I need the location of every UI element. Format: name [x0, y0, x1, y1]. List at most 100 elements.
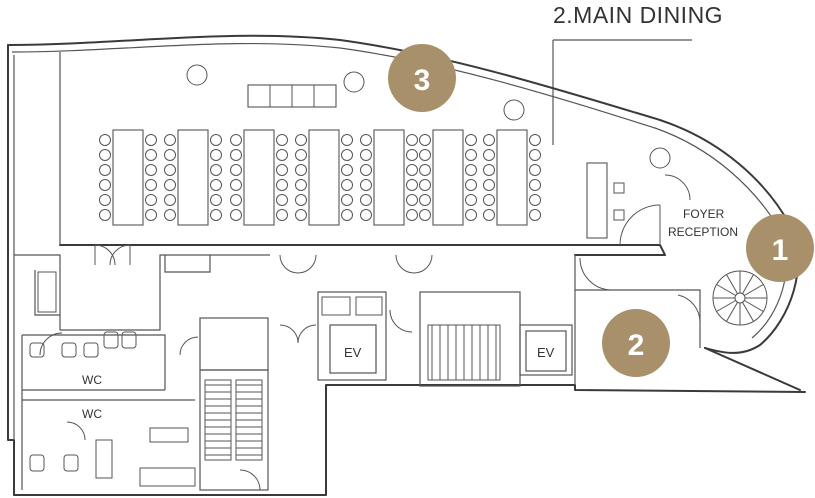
chair [295, 194, 307, 206]
chair [419, 149, 431, 161]
toilets [29, 331, 196, 487]
marker-1[interactable]: 1 [746, 214, 814, 282]
marker-2[interactable]: 2 [602, 309, 670, 377]
chair [276, 179, 288, 191]
chair [295, 179, 307, 191]
chair [145, 134, 157, 146]
chair [276, 209, 288, 221]
marker-2-circle [602, 309, 670, 377]
dining-table [112, 129, 144, 226]
chair [529, 134, 541, 146]
chair [406, 209, 418, 221]
page-title: 2.MAIN DINING [553, 2, 723, 28]
chair [341, 149, 353, 161]
chair [341, 179, 353, 191]
chair [465, 209, 477, 221]
chair [99, 179, 111, 191]
chair [164, 209, 176, 221]
chair [483, 164, 495, 176]
marker-3-label: 3 [414, 64, 431, 97]
chair [419, 179, 431, 191]
chair [230, 194, 242, 206]
chair [230, 179, 242, 191]
chair [230, 149, 242, 161]
chair [406, 179, 418, 191]
chair [360, 149, 372, 161]
service-counter [586, 162, 625, 239]
chair [406, 194, 418, 206]
spiral-tread [726, 274, 738, 294]
chair [465, 164, 477, 176]
chair [360, 134, 372, 146]
chair [341, 134, 353, 146]
dining-tables [99, 129, 541, 226]
chair [529, 209, 541, 221]
chair [276, 194, 288, 206]
spiral-tread [716, 300, 736, 312]
chair [406, 134, 418, 146]
chair [145, 179, 157, 191]
chair [145, 194, 157, 206]
spiral-tread [716, 284, 736, 296]
title-leader [552, 39, 692, 145]
chair [360, 179, 372, 191]
stair-treads [205, 325, 497, 456]
dining-table [373, 129, 405, 226]
chair [210, 164, 222, 176]
chair [483, 194, 495, 206]
chair [529, 164, 541, 176]
chair [210, 179, 222, 191]
marker-3-circle [388, 44, 456, 112]
dining-table [496, 129, 528, 226]
chair [360, 194, 372, 206]
chair [164, 134, 176, 146]
chair [295, 209, 307, 221]
wc-upper-label: WC [82, 373, 102, 387]
chair [483, 209, 495, 221]
chair [210, 194, 222, 206]
chair [419, 209, 431, 221]
chair [465, 179, 477, 191]
chair [529, 149, 541, 161]
ev-right-label: EV [537, 345, 555, 360]
chair [419, 134, 431, 146]
spiral-tread [742, 274, 754, 294]
chair [483, 179, 495, 191]
spiral-tread [742, 302, 754, 322]
spiral-tread [726, 302, 738, 322]
chair [406, 149, 418, 161]
dining-table [243, 129, 275, 226]
chair [164, 194, 176, 206]
chair [145, 209, 157, 221]
chair [276, 134, 288, 146]
chair [164, 164, 176, 176]
chair [465, 194, 477, 206]
chair [145, 164, 157, 176]
chair [99, 194, 111, 206]
building-shell [7, 34, 806, 496]
chair [210, 209, 222, 221]
chair [360, 164, 372, 176]
dining-table [177, 129, 209, 226]
chair [419, 194, 431, 206]
spiral-stair [712, 270, 768, 326]
chair [341, 164, 353, 176]
chair [295, 164, 307, 176]
chair [276, 149, 288, 161]
chair [360, 209, 372, 221]
chair [164, 149, 176, 161]
chair [99, 164, 111, 176]
chair [529, 194, 541, 206]
chair [529, 179, 541, 191]
ev-left-label: EV [344, 345, 362, 360]
marker-1-label: 1 [772, 234, 789, 267]
chair [295, 149, 307, 161]
chair [483, 149, 495, 161]
dining-table [432, 129, 464, 226]
chair [164, 179, 176, 191]
lounge-sofa [247, 84, 337, 108]
chair [483, 134, 495, 146]
marker-3[interactable]: 3 [388, 44, 456, 112]
reception-label: RECEPTION [668, 225, 738, 239]
